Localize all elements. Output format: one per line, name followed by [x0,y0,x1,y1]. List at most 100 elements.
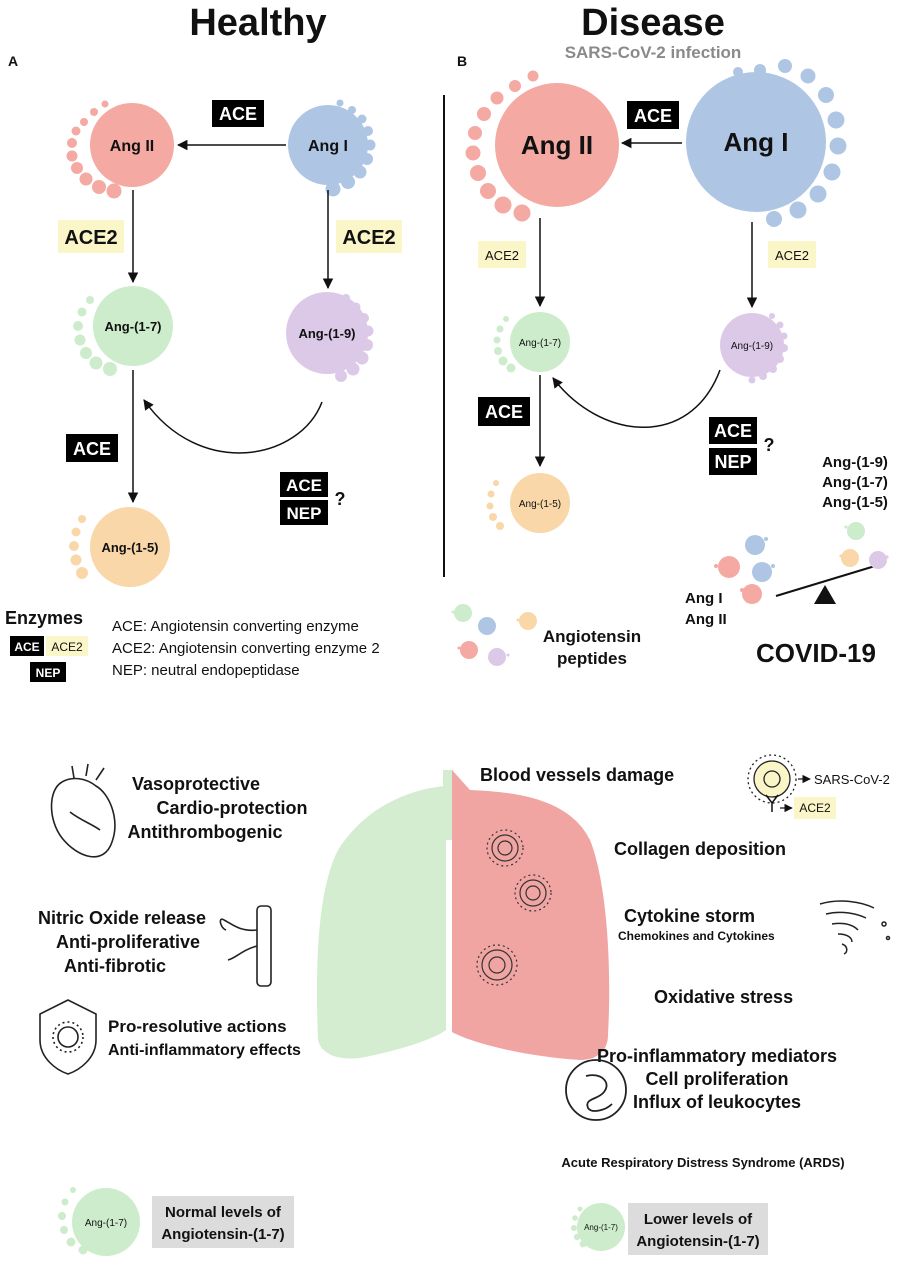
healthy-title: Healthy [189,2,326,44]
enzyme-ace2-right-healthy: ACE2 [336,220,402,253]
balance-right-peptides [839,522,889,569]
enzyme-ace-bottom-disease: ACE [478,397,530,426]
node-ang1-healthy-label: Ang I [308,138,348,155]
virus-icon [476,829,552,986]
shield-icon [39,999,97,1075]
healthy-effect-anti-fibrotic: Anti-fibrotic [64,956,166,976]
disease-title: Disease [581,2,725,44]
balance-left-2: Ang II [685,611,727,628]
svg-text:ACE: ACE [14,640,39,654]
svg-text:NEP: NEP [36,666,61,680]
lower-levels-box: Ang-(1-7) Lower levels of Angiotensin-(1… [571,1203,768,1255]
svg-text:Ang-(1-7): Ang-(1-7) [584,1223,618,1232]
node-ang2-healthy: Ang II [66,100,174,199]
node-ang2-disease: Ang II [465,70,619,222]
trachea [443,770,453,840]
svg-text:ACE: ACE [286,476,322,495]
normal-levels-box: Ang-(1-7) Normal levels of Angiotensin-(… [58,1187,294,1256]
enzyme-ace-top-disease: ACE [627,101,679,129]
legend-ace-def: ACE: Angiotensin converting enzyme [112,618,359,635]
ace2-receptor-icon [765,794,779,812]
peptides-label-1: Angiotensin [543,627,641,646]
disease-effect-collagen: Collagen deposition [614,839,786,859]
svg-text:Ang-(1-7): Ang-(1-7) [85,1218,127,1229]
enzyme-ace-top-healthy: ACE [212,100,264,127]
peptides-label-2: peptides [557,649,627,668]
virus-legend: SARS-CoV-2 ACE2 [747,754,890,819]
angiotensin-peptides-legend: Angiotensin peptides [451,604,641,668]
svg-text:ACE: ACE [714,421,752,441]
disease-effect-ards: Acute Respiratory Distress Syndrome (ARD… [561,1155,844,1170]
arrow-ang19-to-ang17-disease [552,369,721,428]
healthy-effect-vasoprotective: Vasoprotective [132,774,260,794]
panel-a-label: A [8,53,18,69]
enzymes-legend: Enzymes ACE ACE2 NEP ACE: Angiotensin co… [5,608,380,682]
svg-text:ACE2: ACE2 [342,227,395,249]
lung-left-healthy [317,786,446,1059]
node-ang1-disease-label: Ang I [724,127,789,157]
heart-icon [50,763,116,858]
svg-text:ACE: ACE [485,402,523,422]
node-ang17-disease: Ang-(1-7) [493,312,570,373]
node-ang15-healthy-label: Ang-(1-5) [101,540,158,555]
svg-text:NEP: NEP [714,452,751,472]
virus-legend-label: SARS-CoV-2 [814,772,890,787]
normal-levels-line1: Normal levels of [165,1204,282,1221]
node-ang15-disease-label: Ang-(1-5) [519,499,561,510]
node-ang17-healthy: Ang-(1-7) [73,286,173,376]
node-ang17-healthy-label: Ang-(1-7) [104,319,161,334]
balance-left-peptides [714,535,775,604]
enzyme-ace-nep-healthy: ACE NEP ? [280,472,346,525]
lungs-illustration [317,770,610,1060]
disease-effect-cell-proliferation: Cell proliferation [645,1069,788,1089]
balance-fulcrum [814,585,836,604]
balance-right-3: Ang-(1-5) [822,494,888,511]
svg-text:ACE: ACE [219,104,257,124]
disease-effect-oxidative: Oxidative stress [654,987,793,1007]
node-ang2-disease-label: Ang II [521,130,593,160]
svg-text:ACE2: ACE2 [64,227,117,249]
enzyme-ace2-left-healthy: ACE2 [58,220,124,253]
healthy-effect-anti-inflammatory: Anti-inflammatory effects [108,1042,301,1059]
healthy-effect-cardio: Cardio-protection [157,798,308,818]
balance-right-2: Ang-(1-7) [822,474,888,491]
healthy-effect-pro-resolutive: Pro-resolutive actions [108,1017,287,1036]
balance-scale: Ang-(1-9) Ang-(1-7) Ang-(1-5) Ang I Ang … [685,454,889,668]
disease-subtitle: SARS-CoV-2 infection [565,43,742,62]
normal-levels-line2: Angiotensin-(1-7) [161,1226,284,1243]
sars-cov-2-icon [747,754,797,804]
enzyme-ace2-right-disease: ACE2 [768,241,816,268]
lung-right-disease [452,770,610,1060]
enzyme-ace2-left-disease: ACE2 [478,241,526,268]
question-mark-healthy: ? [335,489,346,509]
arrow-ang19-to-ang17-healthy [143,399,323,454]
legend-nep-def: NEP: neutral endopeptidase [112,662,300,679]
receptor-legend-label: ACE2 [799,801,831,815]
panel-b-label: B [457,53,467,69]
healthy-effect-anti-proliferative: Anti-proliferative [56,932,200,952]
node-ang19-healthy-label: Ang-(1-9) [298,326,355,341]
svg-text:NEP: NEP [287,504,322,523]
disease-effect-cytokine: Cytokine storm [624,906,755,926]
cell-icon [565,1059,627,1121]
node-ang17-disease-label: Ang-(1-7) [519,338,561,349]
enzyme-ace-bottom-healthy: ACE [66,434,118,462]
node-ang1-disease: Ang I [686,59,847,227]
lower-levels-line2: Angiotensin-(1-7) [636,1233,759,1250]
lower-levels-line1: Lower levels of [644,1211,753,1228]
disease-effect-leukocytes: Influx of leukocytes [633,1092,801,1112]
healthy-effect-antithrombogenic: Antithrombogenic [128,822,283,842]
svg-text:ACE2: ACE2 [775,248,809,263]
balance-left-1: Ang I [685,590,723,607]
node-ang19-healthy: Ang-(1-9) [286,292,374,382]
question-mark-disease: ? [764,435,775,455]
svg-text:ACE: ACE [73,439,111,459]
disease-effect-pro-inflammatory: Pro-inflammatory mediators [597,1046,837,1066]
node-ang19-disease: Ang-(1-9) [720,313,788,384]
healthy-effect-nitric-oxide: Nitric Oxide release [38,908,206,928]
node-ang2-healthy-label: Ang II [110,138,154,155]
svg-text:ACE: ACE [634,106,672,126]
balance-right-1: Ang-(1-9) [822,454,888,471]
blood-vessel-icon [219,905,272,987]
